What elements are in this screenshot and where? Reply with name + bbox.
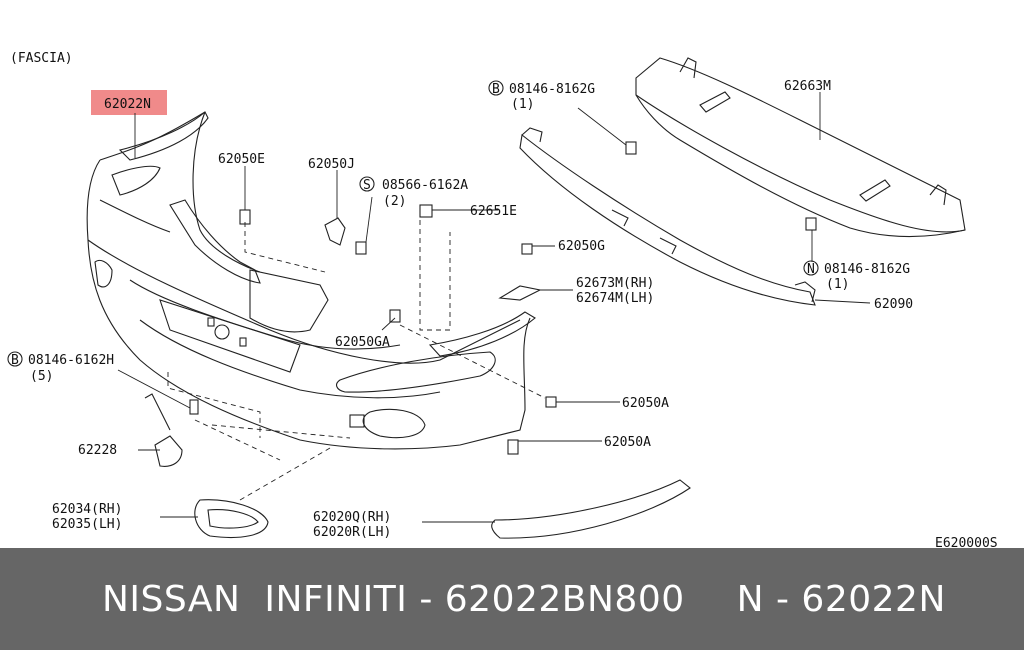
alignment-lines	[167, 220, 546, 501]
callout-62022n: 62022N	[104, 97, 151, 112]
callout-08146-h: 08146-6162H	[28, 353, 114, 368]
bolt-b-symbol-left	[7, 351, 23, 367]
callout-62050ga: 62050GA	[335, 335, 390, 350]
callout-62228: 62228	[78, 443, 117, 458]
callout-62663m: 62663M	[784, 79, 831, 94]
screw-s-symbol	[359, 176, 375, 192]
small-parts-drawing	[144, 141, 817, 539]
brand-part-number: NISSAN INFINITI - 62022BN800	[102, 578, 685, 620]
callout-62020q: 62020Q(RH)	[313, 510, 391, 525]
nut-n-letter: N	[807, 262, 815, 277]
callout-62651e: 62651E	[470, 204, 517, 219]
callout-08146-g-top: 08146-8162G	[509, 82, 595, 97]
part-highlight	[91, 90, 167, 115]
callout-62673m: 62673M(RH)	[576, 276, 654, 291]
absorber-drawing	[519, 127, 816, 306]
part-number-banner: NISSAN INFINITI - 62022BN800 N - 62022N	[0, 548, 1024, 650]
callout-08146-g-bottom: 08146-8162G	[824, 262, 910, 277]
callout-62674m: 62674M(LH)	[576, 291, 654, 306]
callout-62035: 62035(LH)	[52, 517, 122, 532]
callout-62050e: 62050E	[218, 152, 265, 167]
callout-62050j: 62050J	[308, 157, 355, 172]
callout-08566-qty: (2)	[383, 194, 406, 209]
callout-62050a-lower: 62050A	[604, 435, 651, 450]
screw-s-letter: S	[363, 178, 371, 193]
section-label: (FASCIA)	[10, 51, 73, 66]
drawing-code: E620000S	[935, 536, 998, 548]
callout-08566: 08566-6162A	[382, 178, 468, 193]
callout-08146-g-bottom-qty: (1)	[826, 277, 849, 292]
nut-n-symbol	[803, 260, 819, 276]
callout-62020r: 62020R(LH)	[313, 525, 391, 540]
bolt-b-symbol-top	[488, 80, 504, 96]
bolt-b-letter-top: B	[492, 82, 500, 97]
reference-part-number: N - 62022N	[736, 578, 946, 620]
callout-62034: 62034(RH)	[52, 502, 122, 517]
callout-62050g: 62050G	[558, 239, 605, 254]
bolt-b-letter-left: B	[11, 353, 19, 368]
callout-62050a-upper: 62050A	[622, 396, 669, 411]
callout-62090: 62090	[874, 297, 913, 312]
callout-08146-g-top-qty: (1)	[511, 97, 534, 112]
parts-diagram: (FASCIA) 62022N 62050E 62050J S 08566-61…	[7, 51, 998, 548]
reinforcement-drawing	[635, 57, 966, 237]
callout-08146-h-qty: (5)	[30, 369, 53, 384]
bumper-fascia-drawing	[86, 111, 536, 450]
leader-lines	[117, 92, 871, 523]
